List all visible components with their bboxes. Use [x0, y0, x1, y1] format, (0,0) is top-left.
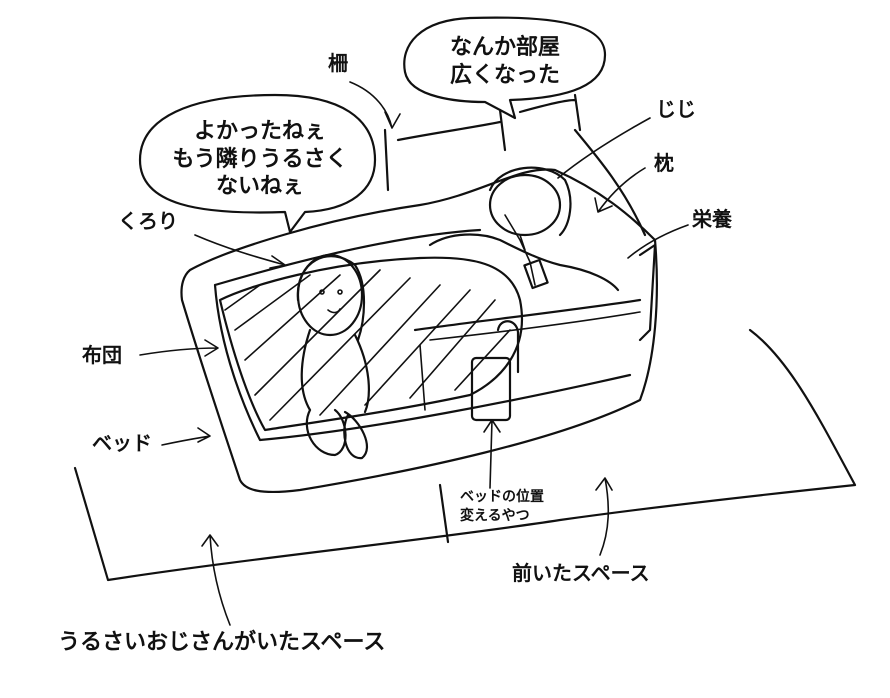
arrow-futon	[139, 339, 219, 357]
label-bed-mover-line-1: ベッドの位置	[460, 489, 544, 505]
floor-outline	[73, 328, 857, 582]
label-bed-mover: ベッドの位置 変えるやつ	[460, 488, 544, 526]
kurori-eye-right	[337, 289, 343, 295]
bubble-right-line-1: なんか部屋	[449, 35, 560, 60]
kurori-body	[300, 328, 370, 460]
futon-outline	[218, 256, 523, 432]
bed-mover-handle	[496, 320, 520, 374]
jiji-hair	[488, 166, 572, 237]
bed-mover-box	[470, 356, 512, 422]
arrow-pillow	[594, 167, 646, 213]
bubble-left-line-3: ないねぇ	[215, 174, 304, 199]
arrow-jiji	[557, 117, 651, 179]
speech-bubble-left-text: よかったねぇ もう隣りうるさく ないねぇ	[160, 118, 360, 201]
speech-bubble-right	[403, 16, 607, 120]
arrow-former-space	[595, 477, 613, 556]
bed-rail	[419, 311, 641, 411]
arrow-noisy-space	[201, 534, 231, 626]
label-fence: 柵	[328, 51, 348, 75]
bubble-left-line-2: もう隣りうるさく	[172, 146, 348, 172]
jiji-tube-box	[523, 258, 549, 290]
arrow-bed	[161, 427, 211, 446]
label-jiji: じじ	[656, 97, 696, 121]
label-kurori: くろり	[118, 209, 178, 233]
bed-frame	[180, 168, 658, 494]
label-bed: ベッド	[92, 431, 152, 455]
label-pillow: 枕	[654, 151, 674, 175]
label-noisy-space: うるさいおじさんがいたスペース	[58, 630, 386, 655]
bed-fence	[383, 93, 657, 342]
label-former-space: 前いたスペース	[512, 561, 650, 585]
arrow-nutrition	[627, 224, 689, 259]
arrow-bed-mover	[483, 419, 501, 489]
kurori-hair	[296, 255, 366, 342]
arrow-fence	[349, 81, 401, 129]
bed-frame-inner	[213, 228, 632, 442]
kurori-mouth	[327, 308, 341, 314]
arrow-kurori	[194, 234, 286, 269]
speech-bubble-left	[138, 93, 377, 234]
kurori-eye-left	[319, 289, 325, 295]
bubble-left-line-1: よかったねぇ	[193, 119, 326, 144]
label-futon: 布団	[82, 343, 122, 367]
label-nutrition: 栄養	[692, 207, 732, 231]
speech-bubble-right-text: なんか部屋 広くなった	[425, 34, 585, 89]
jiji-head	[488, 173, 562, 237]
jiji-body	[428, 233, 620, 292]
bubble-right-line-2: 広くなった	[449, 62, 560, 88]
label-bed-mover-line-2: 変えるやつ	[460, 507, 530, 524]
